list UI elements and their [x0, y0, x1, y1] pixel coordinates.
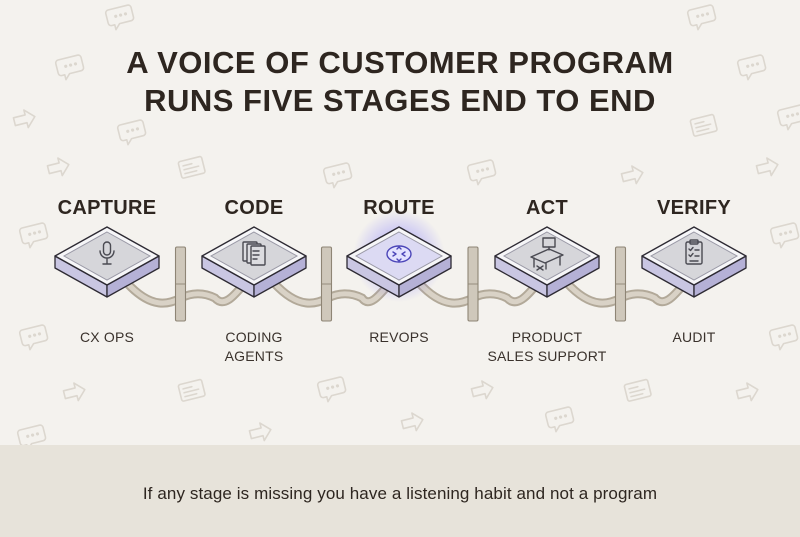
page-title: A VOICE OF CUSTOMER PROGRAM RUNS FIVE ST…	[0, 44, 800, 120]
title-line-1: A VOICE OF CUSTOMER PROGRAM	[126, 45, 674, 80]
stage-tile-capture	[54, 226, 160, 298]
background-arrow-icon	[248, 422, 272, 442]
background-arrow-icon	[735, 382, 759, 402]
background-card-icon	[177, 155, 206, 179]
connector-pipe-highlight	[416, 280, 540, 306]
background-card-icon	[689, 113, 718, 137]
stage-tile-act	[494, 226, 600, 298]
stage-name-code: CODE	[224, 197, 284, 219]
background-chat-icon	[322, 162, 353, 189]
background-chat-icon	[116, 119, 147, 146]
footer-text: If any stage is missing you have a liste…	[142, 484, 658, 503]
stage-owner-line: SALES SUPPORT	[487, 348, 607, 364]
workstation-icon	[530, 237, 564, 271]
background-chat-icon	[736, 54, 767, 81]
background-arrow-icon	[620, 165, 644, 185]
background-chat-icon	[316, 376, 347, 403]
title-line-2: RUNS FIVE STAGES END TO END	[144, 83, 656, 118]
footer-band	[0, 445, 800, 537]
stage-owner-verify: AUDIT	[594, 328, 794, 347]
background-chat-icon	[54, 54, 85, 81]
background-card-icon	[177, 378, 206, 402]
background-chat-icon	[104, 4, 135, 31]
background-arrow-icon	[12, 109, 36, 129]
stage-owner-line: AUDIT	[672, 329, 716, 345]
router-icon	[386, 245, 412, 263]
background-chat-icon	[769, 222, 800, 249]
connector-pipe-highlight	[271, 280, 392, 306]
background-chat-icon	[544, 406, 575, 433]
stage-owner-line: AGENTS	[224, 348, 284, 364]
stage-owner-line: CX OPS	[79, 329, 135, 345]
background-chat-icon	[466, 159, 497, 186]
stage-owner-code: CODING AGENTS	[154, 328, 354, 366]
documents-icon	[242, 241, 266, 266]
stage-owner-line: CODING	[225, 329, 283, 345]
stage-name-capture: CAPTURE	[57, 197, 157, 219]
background-arrow-icon	[400, 412, 424, 432]
clipboard-checklist-icon	[685, 239, 703, 265]
stage-owner-route: REVOPS	[299, 328, 499, 347]
background-chat-icon	[18, 324, 49, 351]
stage-owner-act: PRODUCT SALES SUPPORT	[447, 328, 647, 366]
stage-owner-line: REVOPS	[369, 329, 429, 345]
background-chat-icon	[18, 222, 49, 249]
background-arrow-icon	[46, 157, 70, 177]
stage-tile-code	[201, 226, 307, 298]
stage-owner-capture: CX OPS	[7, 328, 207, 347]
background-arrow-icon	[62, 382, 86, 402]
connector-pipe-highlight	[124, 280, 247, 306]
stage-owner-line: PRODUCT	[511, 329, 583, 345]
background-chat-icon	[768, 324, 799, 351]
stage-tile-verify	[641, 226, 747, 298]
stage-name-verify: VERIFY	[656, 197, 732, 219]
connector-pipe-highlight	[564, 280, 687, 306]
background-arrow-icon	[755, 157, 779, 177]
background-chat-icon	[686, 4, 717, 31]
background-chat-icon	[776, 104, 800, 131]
stage-name-route: ROUTE	[363, 197, 435, 219]
stage-name-act: ACT	[525, 197, 568, 219]
microphone-icon	[99, 241, 115, 265]
background-arrow-icon	[470, 380, 494, 400]
stage-tile-route	[346, 210, 452, 302]
connector-pipes	[122, 246, 689, 322]
background-card-icon	[623, 378, 652, 402]
